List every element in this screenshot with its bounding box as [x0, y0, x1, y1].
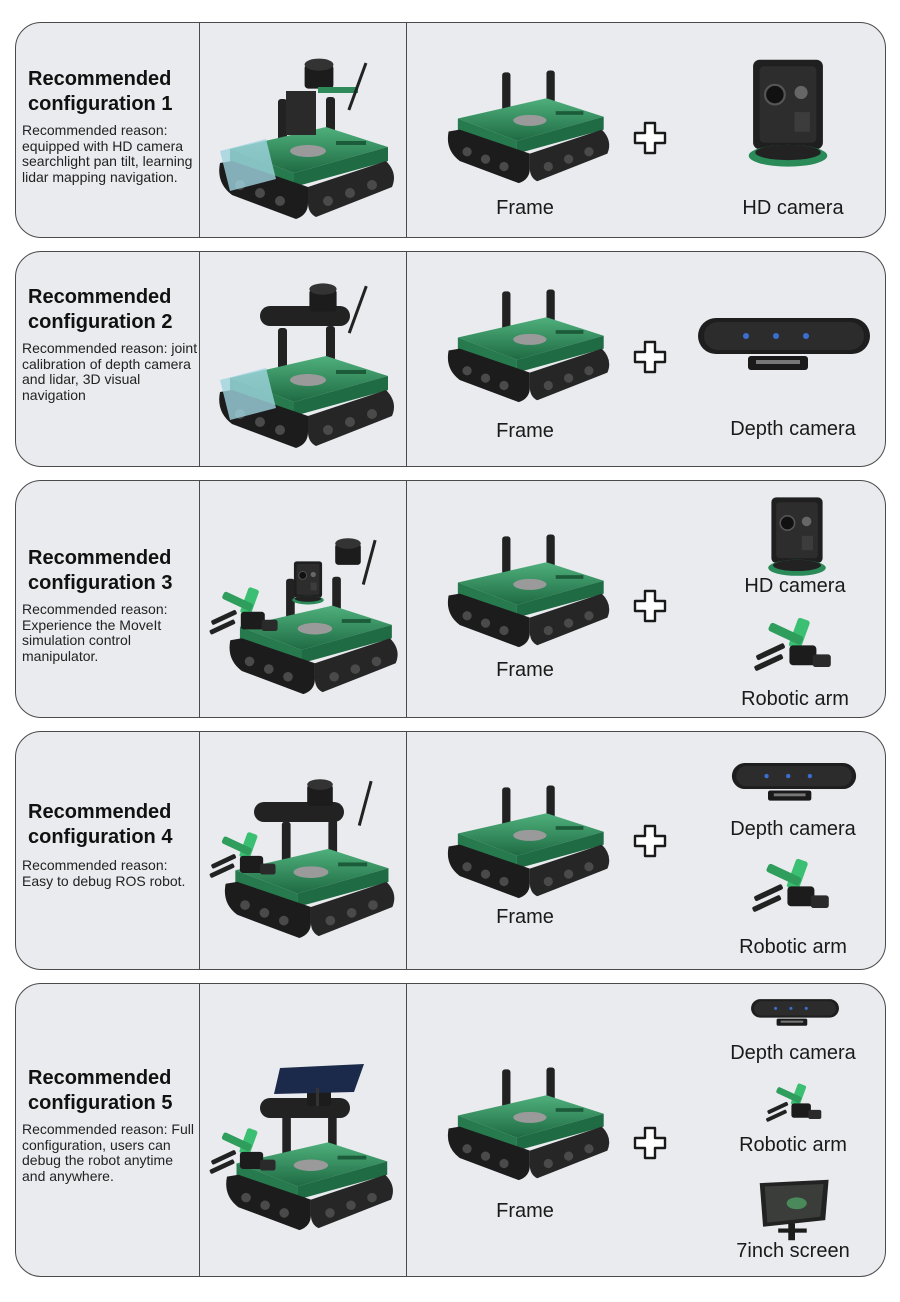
robot-image-2 — [199, 252, 407, 466]
screen-image — [759, 1179, 829, 1241]
parts-area-2: Frame Depth camera — [407, 252, 885, 466]
plus-icon — [633, 340, 667, 374]
config-text-1: Recommended configuration 1 Recommended … — [16, 23, 199, 237]
depth-camera-image — [731, 763, 857, 801]
config-title-line1: Recommended — [28, 801, 172, 823]
config-card-5: Recommended configuration 5 Recommended … — [15, 983, 886, 1277]
frame-label: Frame — [496, 1200, 554, 1222]
config-title-3: Recommended configuration 3 — [28, 546, 172, 596]
robot-illustration — [209, 779, 395, 939]
config-text-4: Recommended configuration 4 Recommended … — [16, 732, 199, 969]
config-card-4: Recommended configuration 4 Recommended … — [15, 731, 886, 970]
parts-area-3: Frame HD camera Robotic arm — [407, 481, 885, 717]
part-label-robotic-arm: Robotic arm — [739, 1134, 847, 1156]
frame-image — [447, 1067, 610, 1181]
frame-image — [447, 785, 610, 899]
part-label-depth-camera: Depth camera — [730, 818, 856, 840]
plus-icon — [633, 121, 667, 155]
frame-image — [447, 289, 610, 403]
parts-area-5: Frame Depth camera Robotic arm 7inch scr… — [407, 984, 885, 1276]
parts-area-4: Frame Depth camera Robotic arm — [407, 732, 885, 969]
config-title-4: Recommended configuration 4 — [28, 800, 172, 850]
robot-illustration — [209, 1064, 393, 1231]
config-text-3: Recommended configuration 3 Recommended … — [16, 481, 199, 717]
config-title-line1: Recommended — [28, 68, 172, 90]
robotic-arm-image — [753, 617, 831, 672]
robot-image-3 — [199, 481, 407, 717]
part-label-7inch-screen: 7inch screen — [736, 1240, 850, 1262]
config-title-line2: configuration 2 — [28, 311, 173, 333]
hd-camera-image — [747, 58, 829, 168]
robot-image-5 — [199, 984, 407, 1276]
part-label-robotic-arm: Robotic arm — [741, 688, 849, 710]
config-title-line1: Recommended — [28, 286, 172, 308]
frame-label: Frame — [496, 659, 554, 681]
robot-image-1 — [199, 23, 407, 237]
config-title-line2: configuration 1 — [28, 93, 173, 115]
config-text-5: Recommended configuration 5 Recommended … — [16, 984, 199, 1276]
config-title-line2: configuration 5 — [28, 1092, 173, 1114]
part-label-hd-camera: HD camera — [742, 197, 844, 219]
plus-icon — [633, 589, 667, 623]
config-title-line1: Recommended — [28, 547, 172, 569]
config-reason-2: Recommended reason: joint calibration of… — [22, 340, 198, 403]
config-title-1: Recommended configuration 1 — [28, 67, 172, 117]
robot-illustration — [219, 58, 394, 219]
config-reason-3: Recommended reason: Experience the MoveI… — [22, 601, 168, 664]
part-label-depth-camera: Depth camera — [730, 1042, 856, 1064]
config-title-2: Recommended configuration 2 — [28, 285, 172, 335]
robotic-arm-image — [765, 1083, 822, 1123]
config-card-1: Recommended configuration 1 Recommended … — [15, 22, 886, 238]
depth-camera-image — [698, 318, 870, 370]
config-title-line2: configuration 4 — [28, 826, 173, 848]
frame-label: Frame — [496, 420, 554, 442]
config-text-2: Recommended configuration 2 Recommended … — [16, 252, 199, 466]
robot-image-4 — [199, 732, 407, 969]
part-label-depth-camera: Depth camera — [730, 418, 856, 440]
robotic-arm-image — [751, 858, 829, 913]
config-title-line2: configuration 3 — [28, 572, 173, 594]
plus-icon — [633, 1126, 667, 1160]
hd-camera-image — [767, 496, 827, 577]
robot-illustration — [219, 283, 394, 448]
config-card-3: Recommended configuration 3 Recommended … — [15, 480, 886, 718]
parts-area-1: Frame HD camera — [407, 23, 885, 237]
config-title-line1: Recommended — [28, 1067, 172, 1089]
frame-label: Frame — [496, 906, 554, 928]
robot-illustration — [209, 538, 398, 695]
depth-camera-image — [751, 999, 839, 1026]
frame-image — [447, 534, 610, 648]
part-label-hd-camera: HD camera — [744, 575, 846, 597]
part-label-robotic-arm: Robotic arm — [739, 936, 847, 958]
config-card-2: Recommended configuration 2 Recommended … — [15, 251, 886, 467]
config-title-5: Recommended configuration 5 — [28, 1066, 172, 1116]
config-reason-1: Recommended reason: equipped with HD cam… — [22, 122, 193, 185]
plus-icon — [633, 824, 667, 858]
config-reason-4: Recommended reason: Easy to debug ROS ro… — [22, 857, 186, 889]
config-reason-5: Recommended reason: Full configuration, … — [22, 1121, 194, 1184]
frame-image — [447, 70, 610, 184]
frame-label: Frame — [496, 197, 554, 219]
